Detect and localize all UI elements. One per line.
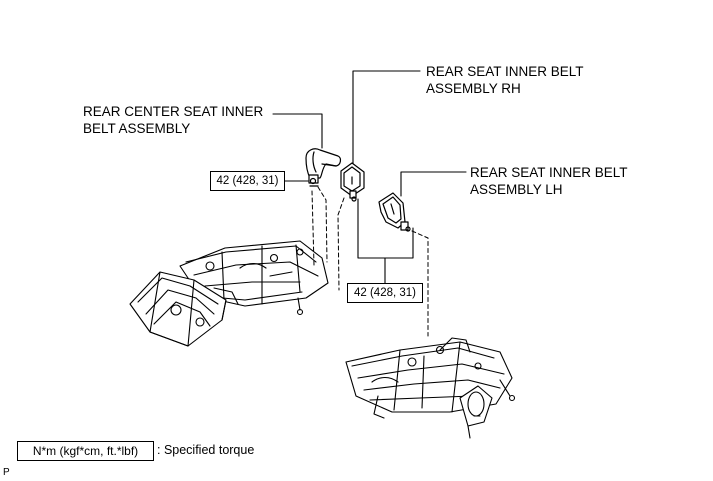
- left-seat-frame-drawing: [129, 240, 329, 347]
- page-mark: P: [3, 467, 10, 478]
- center-torque-box: 42 (428, 31): [210, 171, 285, 191]
- legend-description: : Specified torque: [157, 443, 255, 457]
- rear-center-belt-label: REAR CENTER SEAT INNER BELT ASSEMBLY: [83, 103, 263, 137]
- lh-label-line1: REAR SEAT INNER BELT: [470, 165, 628, 180]
- rh-belt-drawing: [340, 162, 365, 202]
- lh-belt-label: REAR SEAT INNER BELT ASSEMBLY LH: [470, 164, 628, 198]
- lh-belt-drawing: [378, 192, 411, 232]
- right-seat-frame-drawing: [345, 337, 516, 439]
- rh-label-line2: ASSEMBLY RH: [426, 81, 521, 96]
- rh-lh-torque-box: 42 (428, 31): [347, 283, 423, 303]
- guide-lines: [311, 186, 429, 337]
- rear-center-label-line1: REAR CENTER SEAT INNER: [83, 104, 264, 119]
- rh-belt-label: REAR SEAT INNER BELT ASSEMBLY RH: [426, 63, 584, 97]
- rear-center-label-line2: BELT ASSEMBLY: [83, 121, 191, 136]
- lh-label-line2: ASSEMBLY LH: [470, 182, 563, 197]
- legend-torque-box: N*m (kgf*cm, ft.*lbf): [17, 441, 154, 461]
- rh-label-line1: REAR SEAT INNER BELT: [426, 64, 584, 79]
- leader-lines: [272, 70, 467, 284]
- rear-center-belt-drawing: [305, 148, 342, 187]
